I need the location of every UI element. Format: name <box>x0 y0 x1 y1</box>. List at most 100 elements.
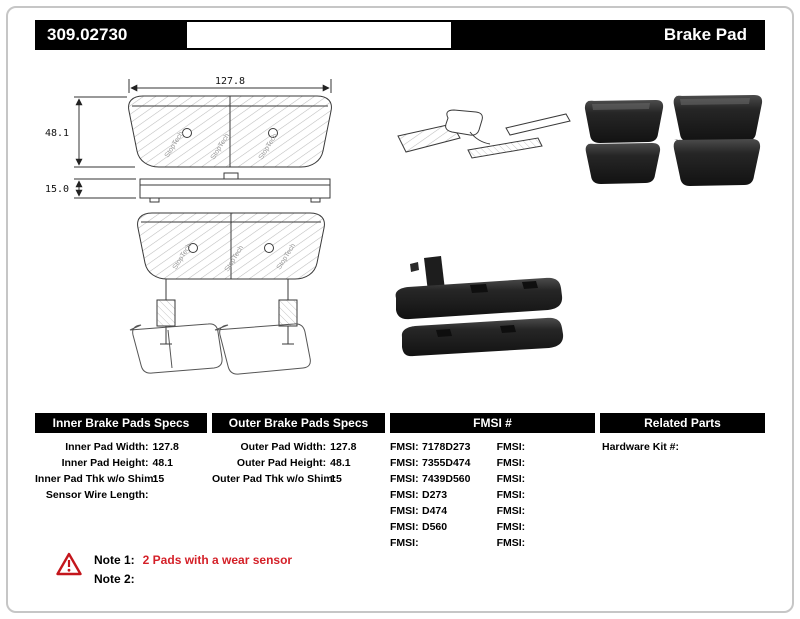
outer-specs-column: Outer Brake Pads Specs Outer Pad Width:1… <box>212 413 385 487</box>
fmsi-value <box>527 535 529 551</box>
fmsi-value <box>527 455 529 471</box>
brake-pad-product-photos <box>584 95 763 186</box>
fmsi-row: FMSI: <box>497 519 595 535</box>
fmsi-value: 7355D474 <box>422 457 471 469</box>
inner-specs-column: Inner Brake Pads Specs Inner Pad Width:1… <box>35 413 207 503</box>
fmsi-label: FMSI: <box>390 537 419 549</box>
note-2: Note 2: <box>94 570 292 589</box>
related-parts-column: Related Parts Hardware Kit #: <box>600 413 765 455</box>
note-1-label: Note 1: <box>94 553 135 567</box>
related-parts-header: Related Parts <box>600 413 765 433</box>
spec-row: Inner Pad Thk w/o Shim:15 <box>35 471 207 487</box>
wear-sensors-drawing <box>156 279 298 345</box>
related-value <box>679 439 683 455</box>
notes-section: Note 1: 2 Pads with a wear sensor Note 2: <box>56 551 292 589</box>
fmsi-label: FMSI: <box>390 457 419 469</box>
fmsi-row: FMSI: <box>497 471 595 487</box>
fmsi-row: FMSI:7178D273 <box>390 439 497 455</box>
fmsi-row: FMSI: <box>497 503 595 519</box>
spec-label: Outer Pad Thk w/o Shim: <box>212 473 337 485</box>
fmsi-value: D474 <box>422 505 448 517</box>
spec-row: Inner Pad Height:48.1 <box>35 455 207 471</box>
inner-pad-front-view-drawing: StopTech StopTech StopTech <box>128 95 332 168</box>
fmsi-value <box>527 439 529 455</box>
spec-label: Inner Pad Width: <box>65 441 149 453</box>
pad-edge-view-drawing <box>139 172 331 203</box>
thickness-dimension: 15.0 <box>45 178 136 199</box>
note-lines: Note 1: 2 Pads with a wear sensor Note 2: <box>94 551 292 589</box>
fmsi-row: FMSI:D560 <box>390 519 497 535</box>
spec-row: Outer Pad Width:127.8 <box>212 439 385 455</box>
fmsi-value <box>527 487 529 503</box>
fmsi-row: FMSI:D474 <box>390 503 497 519</box>
spec-value: 15 <box>330 473 342 485</box>
pad-outline-drawing <box>129 323 311 375</box>
spec-row: Inner Pad Width:127.8 <box>35 439 207 455</box>
fmsi-label: FMSI: <box>496 537 526 549</box>
note-2-label: Note 2: <box>94 572 135 586</box>
fmsi-label: FMSI: <box>390 473 419 485</box>
fmsi-row: FMSI: <box>497 455 595 471</box>
fmsi-label: FMSI: <box>496 489 526 501</box>
spec-label: Outer Pad Height: <box>236 457 327 469</box>
fmsi-row: FMSI:D273 <box>390 487 497 503</box>
outer-specs-header: Outer Brake Pads Specs <box>212 413 385 433</box>
fmsi-value: D560 <box>422 521 448 533</box>
fmsi-column: FMSI # FMSI:7178D273 FMSI:7355D474 FMSI:… <box>390 413 595 551</box>
fmsi-row: FMSI:7355D474 <box>390 455 497 471</box>
spec-row: Sensor Wire Length: <box>35 487 207 503</box>
fmsi-label: FMSI: <box>496 441 526 453</box>
fmsi-label: FMSI: <box>390 489 419 501</box>
part-number: 309.02730 <box>35 22 187 48</box>
spec-label: Inner Pad Thk w/o Shim: <box>35 473 157 485</box>
height-dimension: 48.1 <box>45 96 135 168</box>
fmsi-row: FMSI: <box>497 487 595 503</box>
inner-specs-header: Inner Brake Pads Specs <box>35 413 207 433</box>
fmsi-value <box>527 471 529 487</box>
spec-value: 15 <box>152 473 165 485</box>
fmsi-label: FMSI: <box>496 521 526 533</box>
fmsi-label: FMSI: <box>390 505 419 517</box>
fmsi-label: FMSI: <box>496 473 526 485</box>
spec-row: Outer Pad Thk w/o Shim:15 <box>212 471 385 487</box>
fmsi-value: D273 <box>422 489 448 501</box>
spec-value: 48.1 <box>330 457 351 469</box>
product-title: Brake Pad <box>451 22 765 48</box>
fmsi-row: FMSI:7439D560 <box>390 471 497 487</box>
related-label: Hardware Kit #: <box>602 441 680 453</box>
spec-value: 127.8 <box>152 441 179 453</box>
wear-sensor-and-pad-parts-drawing <box>397 109 571 159</box>
pad-side-photos-with-sensor <box>395 256 564 357</box>
fmsi-header: FMSI # <box>390 413 595 433</box>
note-1: Note 1: 2 Pads with a wear sensor <box>94 551 292 570</box>
fmsi-row: FMSI: <box>497 439 595 455</box>
fmsi-row: FMSI: <box>497 535 595 551</box>
fmsi-row: FMSI: <box>390 535 497 551</box>
spec-tables: Inner Brake Pads Specs Inner Pad Width:1… <box>0 413 800 553</box>
fmsi-value <box>527 519 529 535</box>
dim-width-label: 127.8 <box>215 76 245 87</box>
fmsi-value: 7178D273 <box>422 441 471 453</box>
spec-value: 127.8 <box>330 441 357 453</box>
header-bar: 309.02730 Brake Pad <box>35 20 765 50</box>
outer-pad-front-view-drawing: StopTech StopTech StopTech <box>137 212 325 280</box>
fmsi-label: FMSI: <box>496 457 526 469</box>
fmsi-value <box>420 535 422 551</box>
spec-row: Outer Pad Height:48.1 <box>212 455 385 471</box>
header-spacer <box>187 22 451 48</box>
spec-label: Sensor Wire Length: <box>45 489 149 501</box>
spec-label: Inner Pad Height: <box>61 457 149 469</box>
fmsi-label: FMSI: <box>390 521 419 533</box>
fmsi-right-list: FMSI: FMSI: FMSI: FMSI: FMSI: FMSI: FMSI… <box>497 439 595 551</box>
width-dimension: 127.8 <box>128 76 332 93</box>
dim-thickness-label: 15.0 <box>45 184 69 195</box>
related-row: Hardware Kit #: <box>600 439 765 455</box>
spec-value: 48.1 <box>152 457 173 469</box>
spec-label: Outer Pad Width: <box>240 441 327 453</box>
spec-value <box>149 487 153 503</box>
note-1-text: 2 Pads with a wear sensor <box>142 553 293 567</box>
dim-height-label: 48.1 <box>45 128 69 139</box>
fmsi-label: FMSI: <box>390 441 419 453</box>
warning-icon <box>56 552 82 589</box>
